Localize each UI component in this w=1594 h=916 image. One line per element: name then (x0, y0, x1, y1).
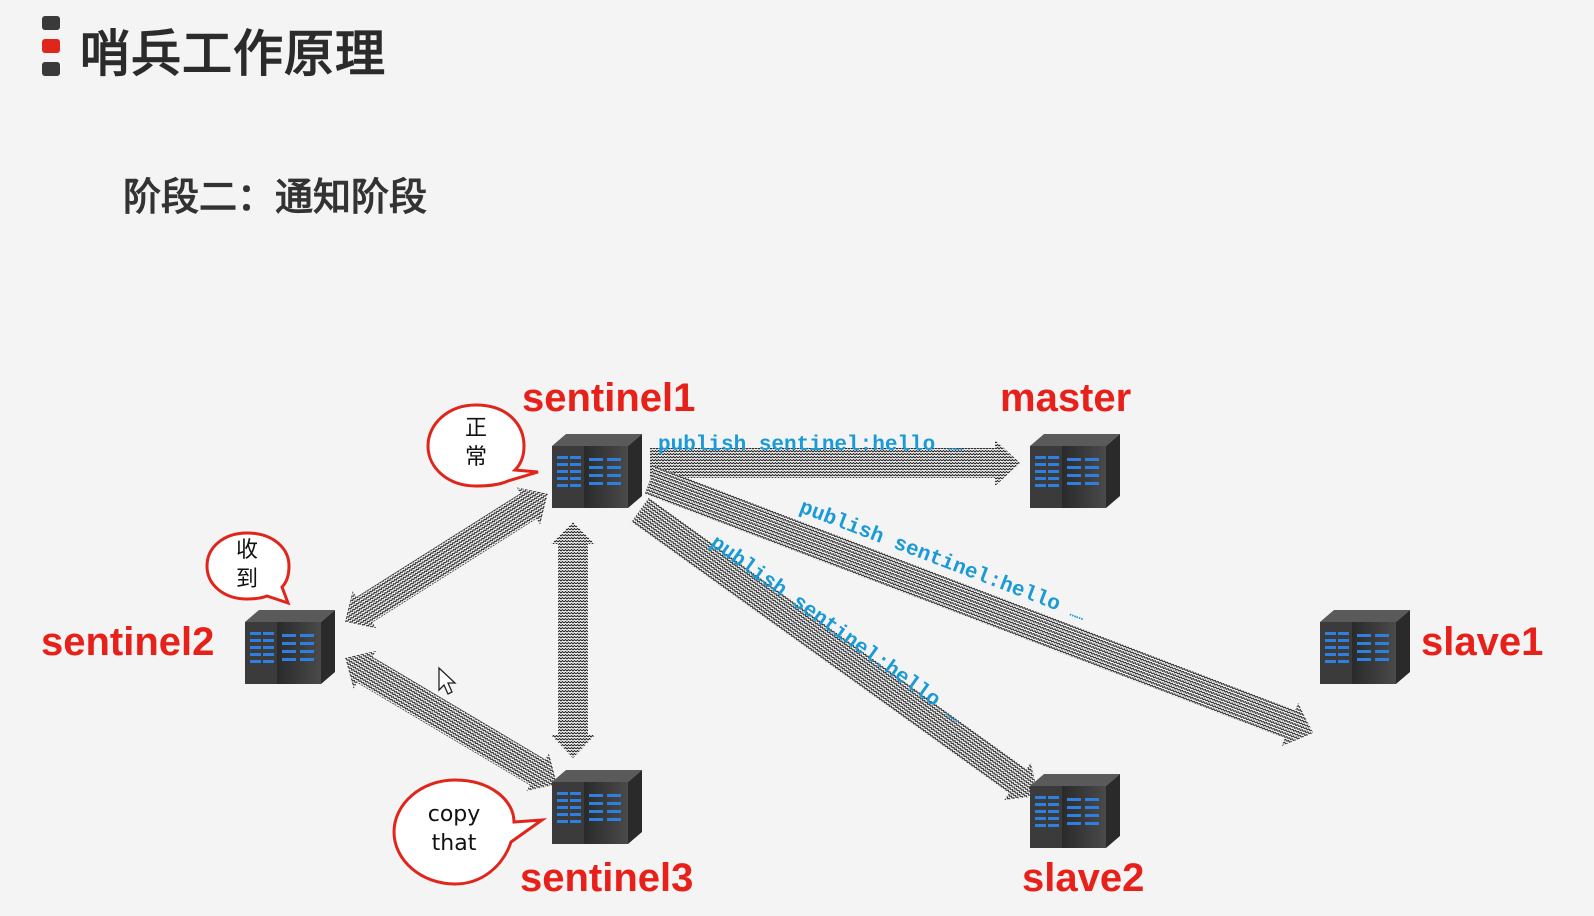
sentinel3-bubble-text: copy that (414, 800, 494, 858)
sentinel1-speech-bubble (426, 403, 539, 488)
sentinel2-bubble-line1: 收 (235, 538, 258, 563)
mouse-pointer-icon (438, 666, 457, 695)
slave1-server-icon (1320, 610, 1410, 684)
sentinel2-label: sentinel2 (41, 620, 215, 664)
message-to-master-ellipsis: …… (947, 440, 963, 454)
sentinel2-bubble-line2: 到 (235, 567, 258, 592)
sentinel1-server-icon (552, 434, 642, 508)
arrow-sentinel2-sentinel1 (345, 487, 548, 629)
sentinel1-label: sentinel1 (522, 376, 696, 420)
slide-subtitle: 阶段二：通知阶段 (123, 175, 428, 219)
sentinel3-server-icon (552, 770, 642, 844)
master-server-icon (1030, 434, 1120, 508)
slide-title: 哨兵工作原理 (80, 25, 386, 83)
master-label: master (1000, 376, 1132, 420)
arrow-sentinel1-sentinel3 (551, 522, 595, 758)
sentinel1-bubble-line2: 常 (464, 445, 487, 470)
sentinel3-bubble-line1: copy (427, 802, 481, 827)
slave1-label: slave1 (1421, 620, 1544, 664)
sentinel2-speech-bubble (205, 531, 291, 606)
sentinel1-bubble-line1: 正 (464, 416, 487, 441)
arrow-sentinel2-sentinel3 (345, 650, 558, 792)
arrow-sentinel1-master (650, 440, 1020, 486)
slave2-label: slave2 (1022, 856, 1145, 900)
title-marker-icon (42, 16, 60, 76)
title-marker-block-top (42, 16, 60, 30)
arrow-sentinel1-slave2 (631, 497, 1038, 801)
sentinel3-label: sentinel3 (520, 856, 694, 900)
slave2-server-icon (1030, 774, 1120, 848)
sentinel3-bubble-line2: that (431, 831, 477, 856)
title-marker-block-bottom (42, 62, 60, 76)
sentinel3-speech-bubble (392, 778, 548, 886)
message-to-master-text: publish sentinel:hello (658, 434, 936, 457)
message-to-master: publish sentinel:hello …… (658, 434, 962, 457)
arrow-sentinel1-slave1 (644, 465, 1314, 746)
title-marker-block-middle (42, 39, 60, 53)
sentinel1-bubble-text: 正 常 (452, 414, 500, 472)
sentinel2-bubble-text: 收 到 (223, 536, 271, 594)
sentinel2-server-icon (245, 610, 335, 684)
